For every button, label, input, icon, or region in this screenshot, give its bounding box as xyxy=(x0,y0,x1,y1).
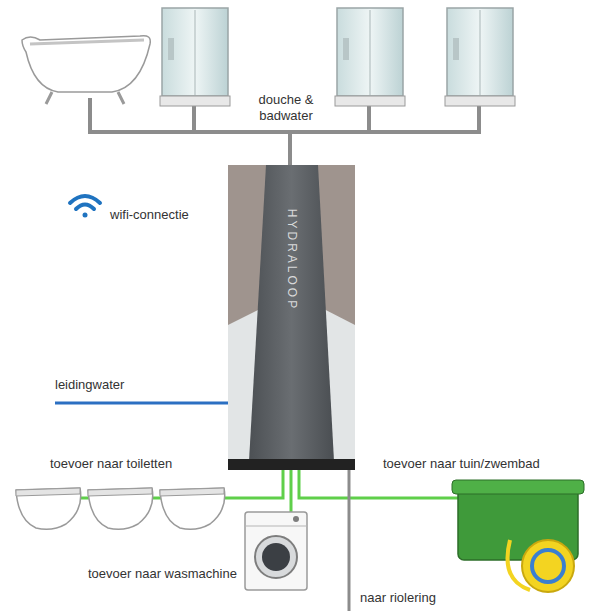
shower-cabin xyxy=(445,8,515,106)
bathtub-feet xyxy=(46,92,124,104)
washer-panel xyxy=(245,526,307,527)
washer-glass xyxy=(262,543,290,571)
hose xyxy=(532,550,564,582)
garden-tank xyxy=(452,480,584,592)
shower-door xyxy=(195,10,196,96)
unit-side xyxy=(228,165,355,461)
pipe-label: douche & badwater xyxy=(250,92,322,124)
shower-door xyxy=(480,10,481,96)
hose-reel xyxy=(522,540,574,592)
pipe-label: toevoer naar tuin/zwembad xyxy=(383,456,583,472)
shower-glass xyxy=(162,8,228,96)
toilet xyxy=(16,488,81,529)
unit-base xyxy=(228,459,355,470)
shower-tray xyxy=(160,96,230,106)
toilet-seat xyxy=(88,488,152,496)
shower-cabin xyxy=(335,8,405,106)
supply-to-garden xyxy=(299,470,462,498)
toilet-bowl xyxy=(16,488,81,529)
hydraloop-unit: HYDRALOOP xyxy=(228,165,355,470)
washer-door xyxy=(255,536,297,578)
pipe-label: toevoer naar toiletten xyxy=(50,456,220,472)
shower-head xyxy=(168,38,174,60)
washer-knob xyxy=(293,516,299,522)
shower-tray xyxy=(335,96,405,106)
toilet-seat xyxy=(160,488,224,496)
shower-head xyxy=(343,38,349,60)
wifi-symbol xyxy=(70,196,100,218)
wifi-arc xyxy=(76,205,94,210)
pipe-label: leidingwater xyxy=(55,377,175,393)
pipe-label: naar riolering xyxy=(360,590,480,606)
shower-cabin xyxy=(160,8,230,106)
toilet-seat xyxy=(16,488,80,496)
pipe xyxy=(367,108,371,132)
wifi-arc xyxy=(70,196,100,203)
pipe xyxy=(192,108,196,132)
bathtub xyxy=(22,36,150,104)
unit-front-panel xyxy=(249,165,334,461)
shower-glass xyxy=(447,8,513,96)
shower-head xyxy=(453,38,459,60)
toilet xyxy=(160,488,225,529)
connection-label: wifi-connectie xyxy=(110,207,230,223)
bathtub-body xyxy=(22,36,150,92)
hose-line xyxy=(508,540,531,590)
tap-water-line xyxy=(55,402,229,405)
brand-name: HYDRALOOP xyxy=(285,209,299,311)
tank-lid xyxy=(452,480,584,494)
supply-to-washer xyxy=(290,470,293,512)
drain-line xyxy=(348,470,351,611)
wifi-dot xyxy=(83,213,88,218)
bathtub-rim xyxy=(30,40,144,44)
toilet xyxy=(88,488,153,529)
toilet-bowl xyxy=(160,488,225,529)
shower-glass xyxy=(337,8,403,96)
toilet-bowl xyxy=(88,488,153,529)
shower-door xyxy=(370,10,371,96)
shower-tray xyxy=(445,96,515,106)
pipe-label: toevoer naar wasmachine xyxy=(88,566,248,582)
washer-body xyxy=(245,512,307,590)
washing-machine xyxy=(245,512,307,590)
pipe xyxy=(288,132,292,166)
